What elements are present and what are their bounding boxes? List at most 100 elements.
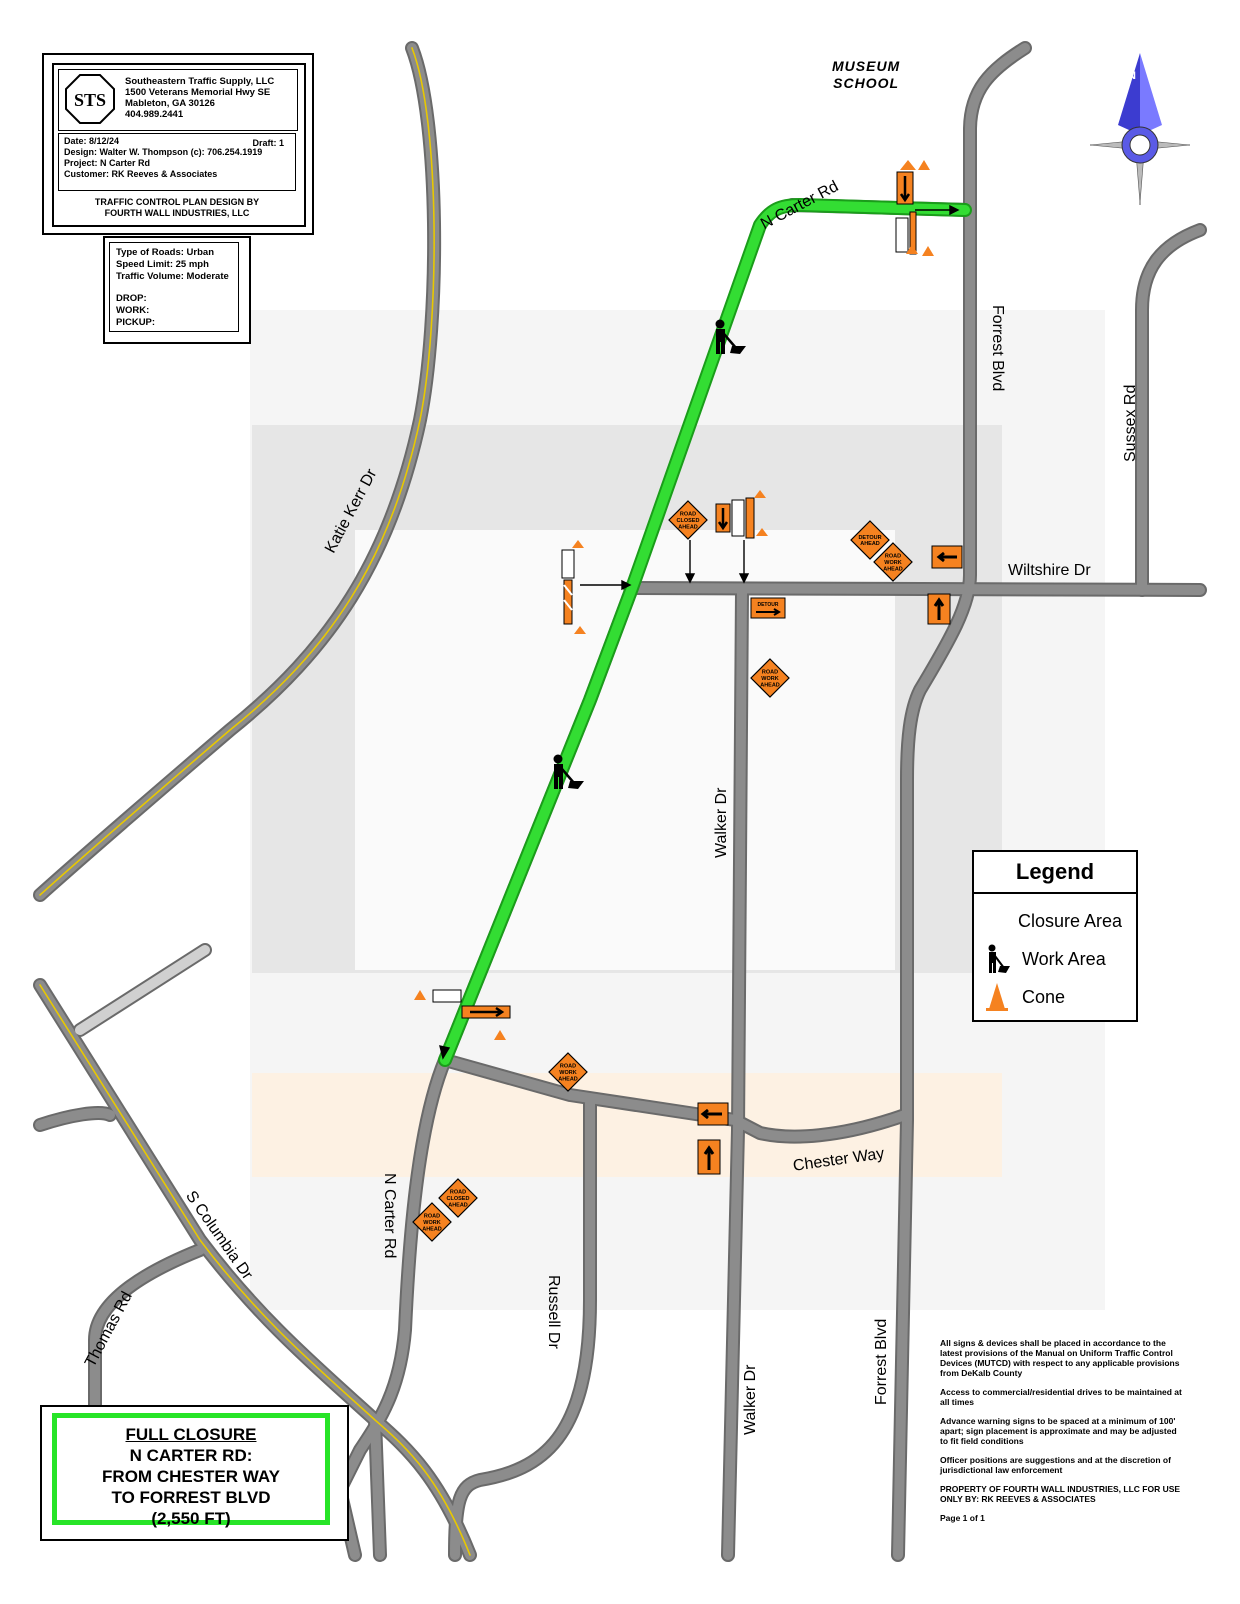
road-type: Type of Roads: Urban bbox=[116, 247, 214, 258]
legend-title: Legend bbox=[974, 852, 1136, 894]
road-label-n-carter-bottom: N Carter Rd bbox=[381, 1173, 398, 1259]
sign-text: WORK bbox=[884, 560, 901, 566]
warning-signs: ROADCLOSEDAHEADDETOURAHEADROADWORKAHEADR… bbox=[412, 500, 913, 1242]
project-info: Date: 8/12/24 Draft: 1 Design: Walter W.… bbox=[58, 133, 296, 191]
closure-area bbox=[438, 198, 972, 1067]
detour-sign bbox=[931, 545, 963, 569]
legend-item-cone: Cone bbox=[984, 982, 1065, 1012]
company-name: Southeastern Traffic Supply, LLC bbox=[125, 76, 275, 87]
sign-text: ROAD bbox=[762, 670, 778, 676]
company-phone: 404.989.2441 bbox=[125, 109, 184, 120]
company-street: 1500 Veterans Memorial Hwy SE bbox=[125, 87, 271, 98]
sign-text: WORK bbox=[559, 1070, 576, 1076]
legend-label-closure: Closure Area bbox=[1018, 910, 1123, 931]
company-panel: STS Southeastern Traffic Supply, LLC 150… bbox=[58, 69, 298, 131]
drop-field: DROP: bbox=[116, 293, 147, 304]
barricade-bottom bbox=[414, 989, 511, 1040]
worker-icon bbox=[553, 754, 584, 789]
draft-number: Draft: 1 bbox=[252, 138, 284, 148]
traffic-volume: Traffic Volume: Moderate bbox=[116, 271, 229, 282]
worker-icon bbox=[988, 944, 1010, 973]
sign-text: AHEAD bbox=[760, 682, 780, 688]
legend: Legend Closure Area Work Area Cone bbox=[972, 850, 1138, 1022]
project-name: Project: N Carter Rd bbox=[64, 158, 151, 168]
svg-text:STS: STS bbox=[74, 90, 106, 110]
general-notes: All signs & devices shall be placed in a… bbox=[940, 1338, 1185, 1532]
customer-name: Customer: RK Reeves & Associates bbox=[64, 169, 218, 179]
direction-arrows bbox=[439, 204, 960, 1060]
detour-signs: DETOUR bbox=[697, 545, 963, 1175]
sign-text: AHEAD bbox=[678, 524, 698, 530]
legend-label-cone: Cone bbox=[1022, 986, 1066, 1007]
sign-text: ROAD bbox=[680, 512, 696, 518]
note-access: Access to commercial/residential drives … bbox=[940, 1387, 1182, 1407]
pickup-field: PICKUP: bbox=[116, 317, 156, 328]
design-credit-line1: TRAFFIC CONTROL PLAN DESIGN BY bbox=[94, 197, 260, 207]
sign-text: CLOSED bbox=[677, 518, 700, 524]
sts-logo-icon: STS bbox=[65, 74, 115, 124]
sign-text: ROAD bbox=[424, 1214, 440, 1220]
road-label-walker-mid: Walker Dr bbox=[713, 787, 730, 858]
road-label-walker-bottom: Walker Dr bbox=[742, 1364, 759, 1435]
note-mutcd: All signs & devices shall be placed in a… bbox=[940, 1338, 1180, 1378]
note-property: PROPERTY OF FOURTH WALL INDUSTRIES, LLC … bbox=[940, 1484, 1181, 1504]
road-label-wiltshire: Wiltshire Dr bbox=[1008, 562, 1091, 579]
sign-text: CLOSED bbox=[447, 1196, 470, 1202]
plan-date: Date: 8/12/24 bbox=[64, 136, 120, 146]
closure-length: (2,550 FT) bbox=[151, 1509, 231, 1528]
detour-sign: DETOUR bbox=[750, 597, 786, 619]
design-credit-line2: FOURTH WALL INDUSTRIES, LLC bbox=[104, 208, 250, 218]
legend-item-closure: Closure Area bbox=[1018, 906, 1122, 936]
north-arrow bbox=[1089, 53, 1191, 205]
title-block-inner: STS Southeastern Traffic Supply, LLC 150… bbox=[52, 63, 306, 227]
sign-text: AHEAD bbox=[448, 1202, 468, 1208]
work-areas bbox=[553, 319, 746, 789]
note-spacing: Advance warning signs to be spaced at a … bbox=[940, 1416, 1177, 1446]
barricade-wiltshire bbox=[715, 490, 768, 539]
closure-summary: FULL CLOSURE N CARTER RD: FROM CHESTER W… bbox=[40, 1405, 349, 1541]
sign-text: ROAD bbox=[450, 1190, 466, 1196]
road-label-forrest-bottom: Forrest Blvd bbox=[873, 1318, 890, 1405]
barricades bbox=[414, 160, 934, 1040]
sign-text: AHEAD bbox=[422, 1226, 442, 1232]
sign-text: AHEAD bbox=[558, 1076, 578, 1082]
closure-road: N CARTER RD: bbox=[129, 1446, 253, 1465]
work-field: WORK: bbox=[116, 305, 150, 316]
svg-text:DETOUR: DETOUR bbox=[757, 602, 778, 608]
sign-text: ROAD bbox=[885, 554, 901, 560]
landmark-line2: SCHOOL bbox=[833, 75, 900, 91]
detour-sign bbox=[697, 1102, 729, 1126]
page-number: Page 1 of 1 bbox=[940, 1513, 985, 1523]
design-credit: TRAFFIC CONTROL PLAN DESIGN BY FOURTH WA… bbox=[58, 197, 296, 219]
museum-school-label: MUSEUM SCHOOL bbox=[832, 58, 900, 92]
detour-sign bbox=[697, 1139, 721, 1175]
closure-to: TO FORREST BLVD bbox=[111, 1488, 271, 1507]
road-info-box: Type of Roads: Urban Speed Limit: 25 mph… bbox=[103, 236, 251, 344]
road-label-sussex: Sussex Rd bbox=[1122, 384, 1139, 462]
barricade-left bbox=[561, 540, 586, 634]
landmark-line1: MUSEUM bbox=[832, 58, 901, 74]
north-label: N bbox=[1128, 70, 1136, 82]
title-block: STS Southeastern Traffic Supply, LLC 150… bbox=[42, 53, 314, 235]
road-label-russell: Russell Dr bbox=[545, 1275, 562, 1349]
sign-text: WORK bbox=[761, 676, 778, 682]
closure-heading: FULL CLOSURE bbox=[125, 1425, 257, 1444]
legend-label-work: Work Area bbox=[1022, 948, 1106, 969]
barricade-top bbox=[895, 160, 934, 256]
driveway bbox=[75, 945, 210, 1035]
sign-text: WORK bbox=[423, 1220, 440, 1226]
center-lines bbox=[39, 47, 471, 1556]
designer: Design: Walter W. Thompson (c): 706.254.… bbox=[64, 147, 263, 157]
sign-text: ROAD bbox=[560, 1064, 576, 1070]
legend-item-work: Work Area bbox=[984, 944, 1106, 974]
company-address: Southeastern Traffic Supply, LLC 1500 Ve… bbox=[125, 76, 274, 120]
sign-text: DETOUR bbox=[858, 535, 881, 541]
sign-text: AHEAD bbox=[883, 566, 903, 572]
